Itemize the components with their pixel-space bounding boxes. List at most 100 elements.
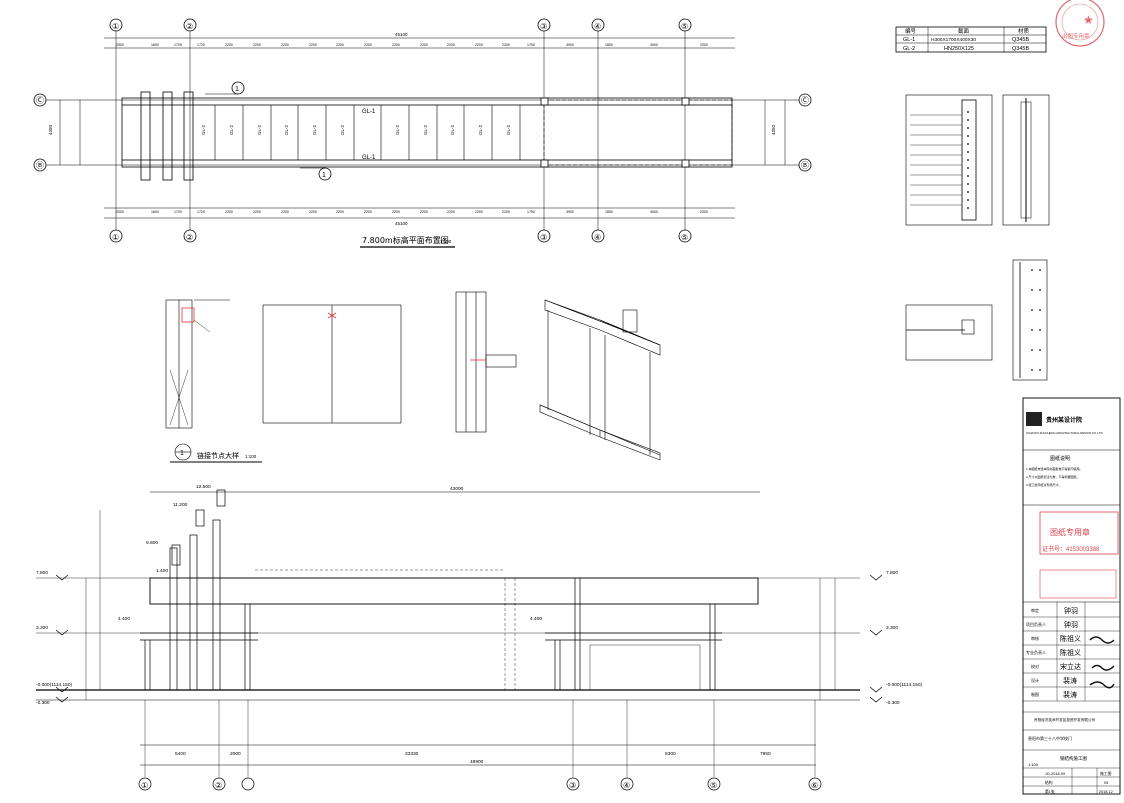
project-name: 贵阳市第三十八中学校门: [1028, 735, 1072, 741]
svg-text:GL-2: GL-2: [284, 124, 289, 135]
role-label: 设计: [1031, 677, 1039, 683]
level-label: 7.800: [36, 570, 48, 576]
seal-text: 出图专用章: [1062, 32, 1090, 40]
company-logo: [1026, 412, 1042, 426]
svg-text:2200: 2200: [336, 43, 344, 47]
svg-text:GL-2: GL-2: [478, 124, 483, 135]
role-rows: 审定 项目负责人 审核 专业负责人 校对 设计 制图 钟羽 钟羽 陈祖义 陈祖义…: [1023, 602, 1120, 702]
svg-text:4500: 4500: [650, 210, 658, 214]
discipline: 结构: [1045, 780, 1053, 785]
svg-text:2200: 2200: [420, 43, 428, 47]
detail-text: 1 链接节点大样 1:100: [180, 450, 257, 460]
svg-text:2200: 2200: [309, 43, 317, 47]
elev-anno: 1.400: [156, 568, 168, 574]
member-table: 编号 截面 材质 GL-1 H300X1700X400X30 Q345B GL-…: [895, 26, 1047, 53]
drawing-scale: 1:100: [1028, 762, 1039, 767]
elev-anno: 4.400: [118, 616, 130, 622]
svg-text:2200: 2200: [447, 210, 455, 214]
elev-dim: 5400: [175, 751, 186, 757]
elev-dim: 7950: [760, 751, 771, 757]
drawing-no: JG-2018-09: [1045, 772, 1065, 776]
plan-side-axis: Ⓑ: [36, 161, 44, 170]
svg-text:GL-2: GL-2: [340, 124, 345, 135]
qualification-stamp: [1039, 511, 1119, 555]
elev-anno: 11.200: [173, 502, 188, 508]
svg-text:1750: 1750: [527, 43, 535, 47]
role-label: 校对: [1031, 663, 1039, 669]
plan-callout: 1: [235, 86, 239, 93]
detail-marker: 1: [180, 450, 184, 457]
table-cell: H300X1700X400X30: [931, 37, 976, 43]
elev-axis-label: ①: [141, 781, 148, 790]
svg-text:2200: 2200: [447, 43, 455, 47]
plan-gl2-labels: GL-2 GL-2 GL-2 GL-2 GL-2 GL-2 GL-2 GL-2 …: [201, 124, 511, 135]
level-label: -0.300: [36, 700, 50, 706]
svg-text:3900: 3900: [566, 210, 574, 214]
elev-dim: 2000: [230, 751, 241, 757]
plan-axis-label: ③: [540, 233, 547, 242]
plan-axis-label: ④: [594, 22, 601, 31]
level-label: -0.000(1114.150): [36, 682, 72, 688]
table-cell: Q345B: [1012, 46, 1029, 52]
elev-top-dim: 43000: [450, 486, 464, 492]
plan-side-axis: Ⓒ: [801, 96, 809, 105]
plan-callout: 1: [322, 172, 326, 179]
elev-axis-label: ④: [623, 781, 630, 790]
role-name: 宋立达: [1060, 662, 1081, 671]
svg-text:4500: 4500: [650, 43, 658, 47]
svg-text:2200: 2200: [225, 43, 233, 47]
connection-details: [905, 94, 1050, 381]
plan-view: [33, 18, 812, 243]
elevation-view: [36, 489, 883, 791]
level-label-right: 7.800: [886, 570, 898, 576]
note-line: 1.本图纸未经本院书面批准不得复印使用。: [1026, 466, 1083, 471]
joint-detail-views: [165, 291, 661, 461]
signature-marks: [1089, 636, 1115, 689]
level-label-right: -0.300: [886, 700, 900, 706]
svg-text:2200: 2200: [502, 43, 510, 47]
role-label: 审定: [1031, 607, 1039, 613]
beam-label-gl1: GL-1: [362, 109, 376, 115]
role-name: 裴涛: [1063, 690, 1077, 699]
drawing-date: 2018.12: [1099, 790, 1113, 794]
elev-axis-label: ⑥: [811, 781, 818, 790]
svg-text:2200: 2200: [309, 210, 317, 214]
plan-total-dim: 45100: [395, 32, 408, 37]
svg-text:GL-2: GL-2: [395, 124, 400, 135]
role-label: 项目负责人: [1026, 621, 1046, 627]
elev-anno: 9.800: [146, 540, 158, 546]
svg-text:1720: 1720: [197, 43, 205, 47]
role-label: 制图: [1031, 691, 1039, 697]
svg-text:GL-2: GL-2: [257, 124, 262, 135]
plan-span-dim: 4350: [48, 124, 53, 135]
svg-text:2200: 2200: [392, 43, 400, 47]
detail-title: 链接节点大样: [197, 451, 239, 460]
table-cell: GL-2: [903, 46, 915, 52]
plan-axis-label: ①: [112, 233, 119, 242]
role-name: 钟羽: [1064, 620, 1078, 629]
table-header: 编号: [905, 27, 917, 35]
role-name: 陈祖义: [1060, 634, 1081, 643]
svg-text:1800: 1800: [605, 43, 613, 47]
svg-text:GL-2: GL-2: [229, 124, 234, 135]
elev-anno: 12.500: [196, 484, 211, 490]
svg-text:2200: 2200: [475, 210, 483, 214]
svg-text:1600: 1600: [151, 43, 159, 47]
svg-text:2200: 2200: [502, 210, 510, 214]
role-name: 裴涛: [1063, 676, 1077, 685]
svg-text:2200: 2200: [253, 43, 261, 47]
role-name: 钟羽: [1064, 606, 1078, 615]
elev-dim: 6300: [665, 751, 676, 757]
plan-axis-label: ⑤: [681, 233, 688, 242]
seal-stamp: ★ 出图专用章: [1055, 0, 1105, 47]
level-label-right: 3.300: [886, 625, 898, 631]
svg-text:2000: 2000: [116, 210, 124, 214]
title-block: 贵州某设计院 GUIZHOU ZHUCHENG ARCHITECTURAL DE…: [1022, 397, 1121, 795]
plan-axis-label: ①: [112, 22, 119, 31]
table-header: 材质: [1018, 27, 1030, 35]
page-no: 第1张: [1045, 789, 1055, 794]
svg-text:1800: 1800: [605, 210, 613, 214]
svg-text:2200: 2200: [336, 210, 344, 214]
